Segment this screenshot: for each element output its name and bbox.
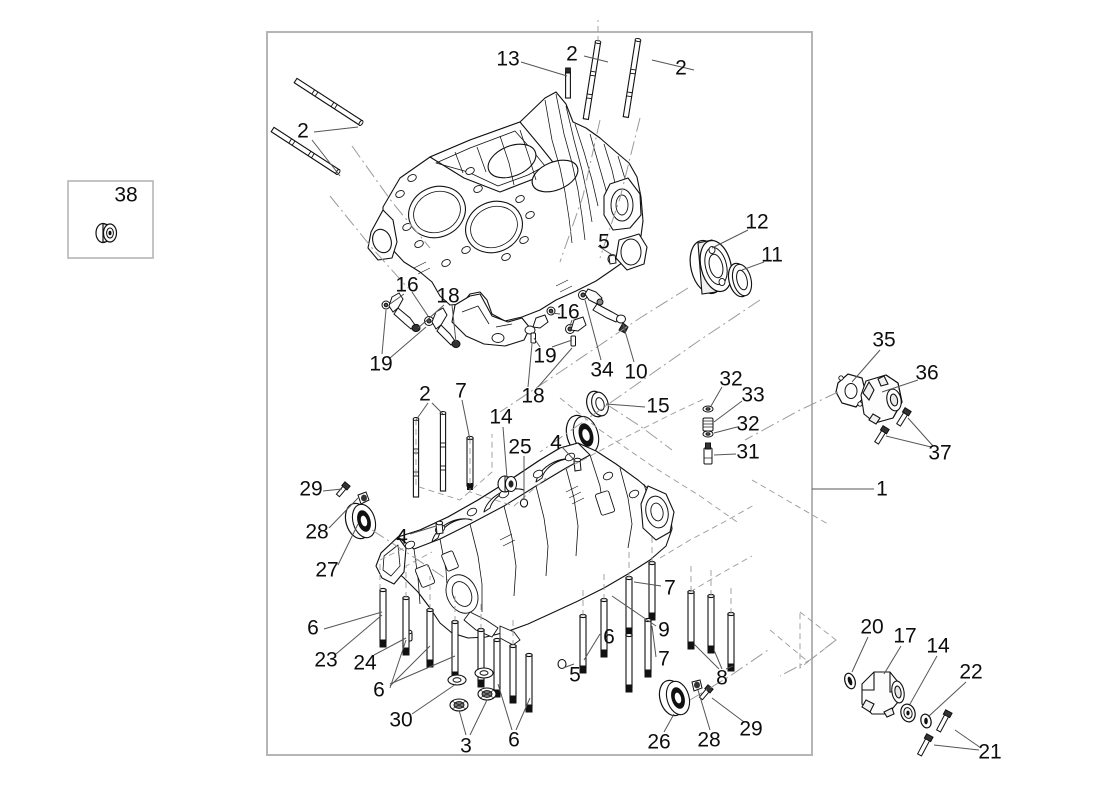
- part-2-stud-group-left: [270, 77, 365, 176]
- part-32-33-31-valve-stack: [702, 405, 714, 465]
- callout-34: 34: [590, 358, 614, 382]
- callout-31: 31: [736, 440, 760, 464]
- part-3-nut: [449, 687, 497, 712]
- part-12-ball-bearing: [689, 239, 733, 295]
- callout-2: 2: [675, 56, 687, 80]
- callout-3: 3: [460, 734, 472, 758]
- callout-6: 6: [603, 625, 615, 649]
- callout-13: 13: [496, 47, 520, 71]
- diagram-frame: [266, 31, 813, 756]
- part-8-screw-row: [687, 589, 735, 672]
- callout-36: 36: [915, 361, 939, 385]
- callout-14: 14: [926, 634, 950, 658]
- part-15-bearing: [586, 390, 609, 418]
- callout-9: 9: [658, 618, 670, 642]
- callout-24: 24: [353, 651, 377, 675]
- callout-7: 7: [664, 576, 676, 600]
- callout-11: 11: [761, 243, 783, 267]
- assembly-guide-paths: [379, 20, 837, 669]
- lower-crankcase-half: [375, 442, 675, 646]
- part-30-washer: [447, 667, 494, 686]
- part-38-bushing: [95, 222, 118, 244]
- callout-30: 30: [389, 708, 413, 732]
- callout-6: 6: [508, 728, 520, 752]
- callout-32: 32: [736, 412, 760, 436]
- callout-7: 7: [658, 647, 670, 671]
- part-20-oring: [844, 672, 856, 690]
- part-13-stud: [565, 67, 571, 99]
- part-25-dowel: [519, 498, 529, 508]
- callout-18: 18: [436, 284, 460, 308]
- callout-18: 18: [521, 384, 545, 408]
- part-4-dowel-left: [435, 520, 444, 535]
- callout-2: 2: [566, 42, 578, 66]
- part-17-thermostat-housing: [861, 671, 905, 718]
- callout-12: 12: [745, 210, 769, 234]
- callout-21: 21: [978, 740, 1002, 764]
- part-14-dowel: [497, 475, 517, 493]
- callout-35: 35: [872, 328, 896, 352]
- assembly-centerlines: [329, 117, 839, 701]
- inset-frame-38: [67, 180, 154, 259]
- part-2-stud-group-top: [582, 37, 642, 121]
- callout-6: 6: [307, 616, 319, 640]
- callout-32: 32: [719, 367, 743, 391]
- callout-2: 2: [419, 382, 431, 406]
- callout-22: 22: [959, 660, 983, 684]
- callout-7: 7: [455, 379, 467, 403]
- callout-27: 27: [315, 558, 339, 582]
- callout-28: 28: [697, 728, 721, 752]
- part-16-18-19-34-10-nozzle-cluster-right: [530, 288, 629, 347]
- callout-4: 4: [396, 525, 408, 549]
- part-14-washer-right: [900, 703, 916, 723]
- part-27-ball-bearing: [344, 502, 377, 540]
- callout-6: 6: [373, 678, 385, 702]
- callout-17: 17: [893, 624, 917, 648]
- callout-25: 25: [508, 435, 532, 459]
- callout-1: 1: [876, 477, 888, 501]
- callout-16: 16: [395, 273, 419, 297]
- callout-19: 19: [369, 352, 393, 376]
- part-29-screw-left: [335, 481, 351, 498]
- callout-14: 14: [489, 405, 513, 429]
- callout-2: 2: [297, 119, 309, 143]
- callout-4: 4: [550, 431, 562, 455]
- callout-29: 29: [299, 477, 323, 501]
- part-5-dowel-upper: [607, 253, 617, 265]
- callout-38: 38: [114, 183, 138, 207]
- part-37-screws: [874, 407, 912, 445]
- callout-37: 37: [928, 441, 952, 465]
- upper-crankcase-half: [367, 91, 648, 347]
- part-11-oil-seal: [727, 262, 753, 298]
- callout-19: 19: [533, 344, 557, 368]
- callout-16: 16: [556, 300, 580, 324]
- part-28-retainer-left: [357, 491, 370, 505]
- callout-20: 20: [860, 615, 884, 639]
- part-4-dowel-upper: [573, 457, 582, 472]
- part-36-water-union: [860, 374, 903, 425]
- part-2-stud-group-lower: [412, 410, 447, 498]
- part-28-retainer-right: [691, 679, 703, 692]
- part-35-gasket: [835, 373, 867, 408]
- callout-15: 15: [646, 394, 670, 418]
- callout-5: 5: [598, 230, 610, 254]
- callout-5: 5: [569, 663, 581, 687]
- callout-33: 33: [741, 383, 765, 407]
- part-7-screw-row-right: [625, 560, 656, 693]
- callout-28: 28: [305, 520, 329, 544]
- callout-8: 8: [716, 666, 728, 690]
- part-29-screw-right: [698, 684, 714, 701]
- callout-leaders: [311, 55, 982, 751]
- callout-26: 26: [647, 730, 671, 754]
- callout-10: 10: [624, 360, 648, 384]
- callout-23: 23: [314, 648, 338, 672]
- callout-29: 29: [739, 717, 763, 741]
- part-5-dowel-lower: [557, 658, 567, 670]
- part-21-screws: [916, 709, 953, 757]
- part-22-washer: [920, 713, 932, 729]
- part-26-ball-bearing: [658, 679, 691, 717]
